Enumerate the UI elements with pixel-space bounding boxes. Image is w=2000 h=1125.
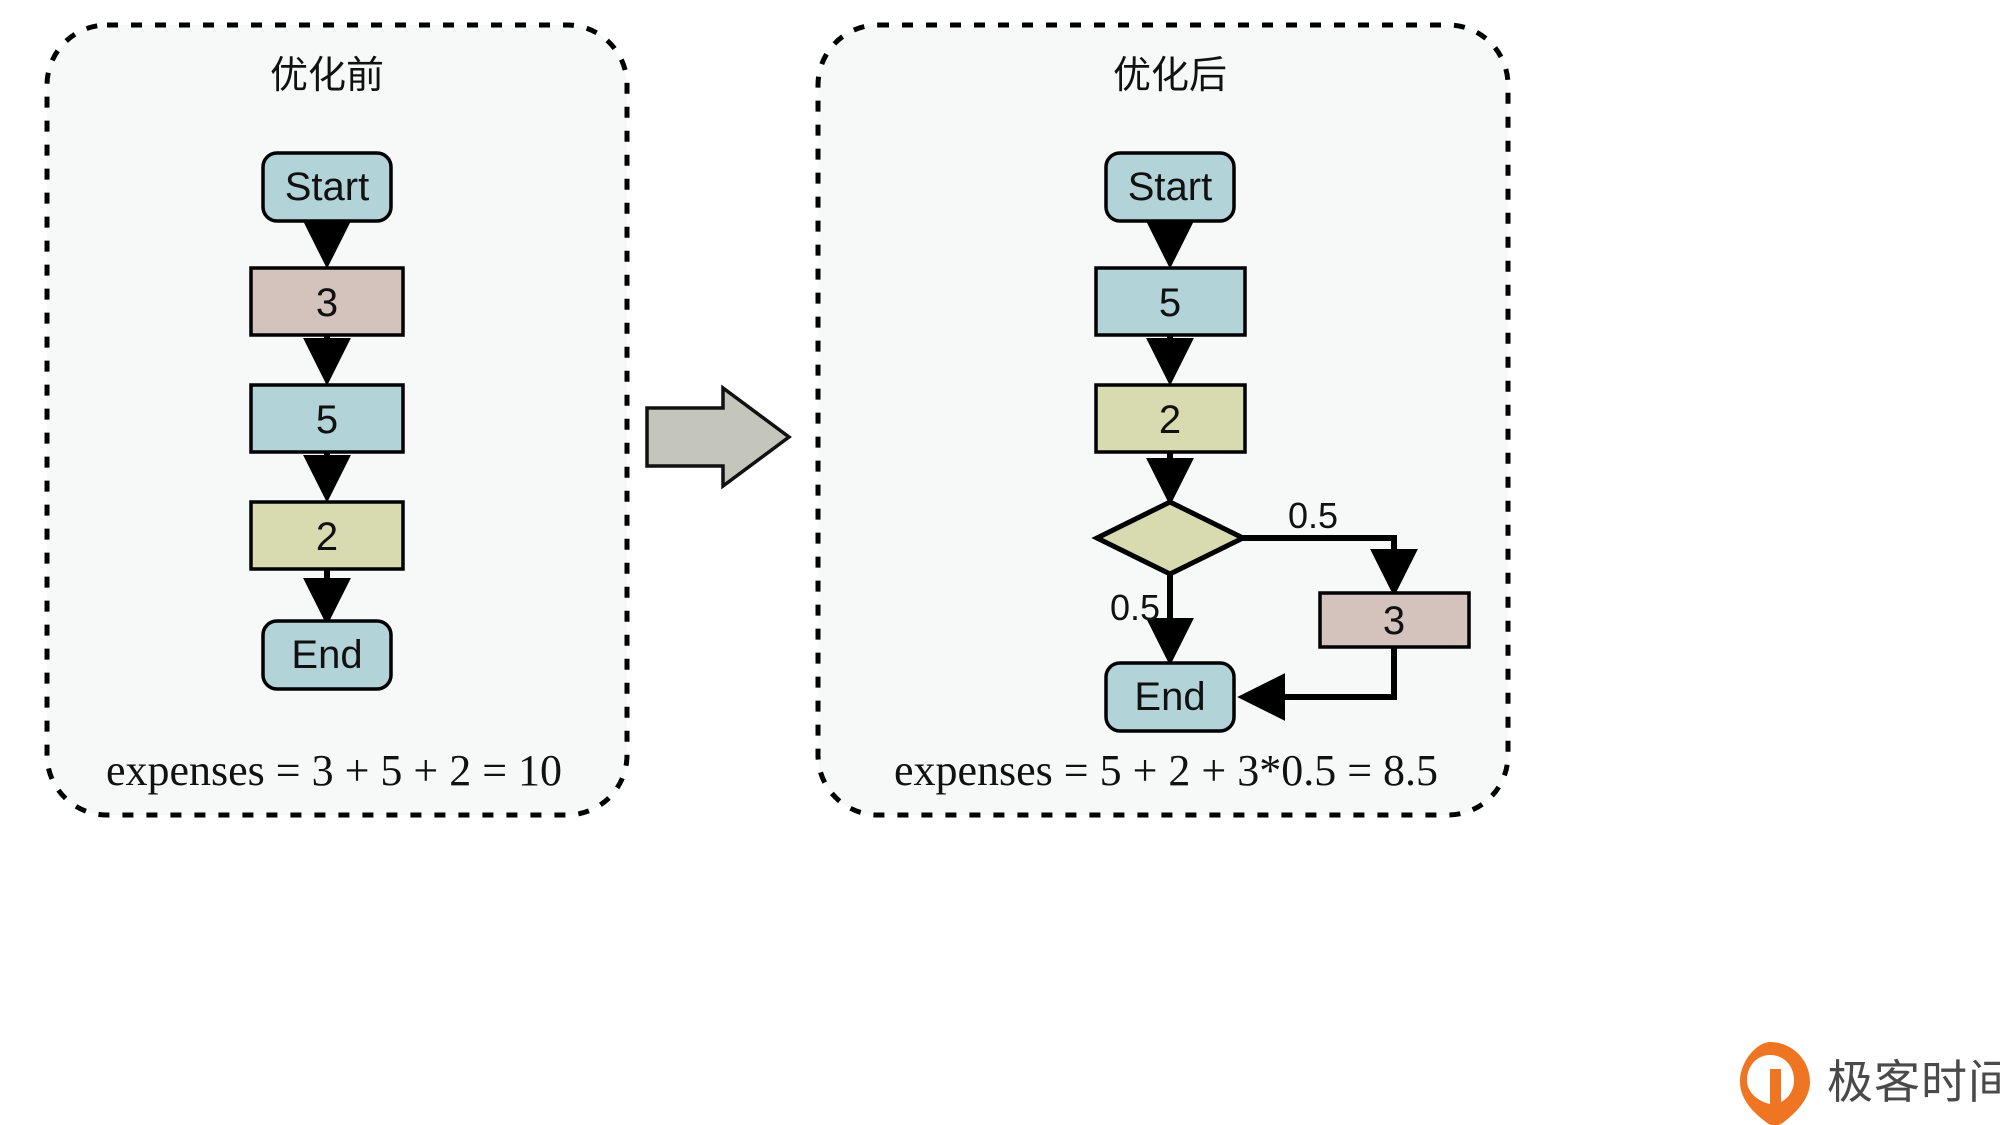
node-before-end-label: End: [291, 633, 362, 677]
node-before-3-label: 3: [316, 281, 338, 325]
formula-before: expenses = 3 + 5 + 2 = 10: [106, 746, 562, 795]
panel-after-title: 优化后: [1113, 53, 1227, 97]
panel-before: 优化前 Start 3 5 2 End expenses = 3 + 5 + 2…: [44, 22, 630, 818]
node-after-3-label: 3: [1383, 599, 1405, 643]
edge-after-decision-to-3: [1243, 535, 1418, 597]
node-after-5: [1094, 266, 1247, 337]
node-before-5: [249, 383, 405, 454]
node-before-2: [249, 500, 405, 571]
node-before-5-label: 5: [316, 398, 338, 442]
edge-after-3-to-end: [1237, 647, 1397, 721]
panel-after: 优化后 Start 5 2 0.5 0.5 3 End expenses = 5…: [815, 22, 1511, 818]
watermark-text: 极客时间: [1827, 1055, 2000, 1109]
node-before-start-label: Start: [285, 165, 369, 209]
node-after-2-label: 2: [1159, 398, 1181, 442]
edge-label-decision-to-3: 0.5: [1288, 495, 1338, 536]
optimization-arrow-icon: [645, 384, 792, 490]
formula-after: expenses = 5 + 2 + 3*0.5 = 8.5: [894, 746, 1438, 795]
edge-label-decision-to-end: 0.5: [1110, 587, 1160, 628]
node-after-3: [1318, 591, 1471, 649]
node-before-3: [249, 266, 405, 337]
node-after-start-label: Start: [1128, 165, 1212, 209]
node-before-2-label: 2: [316, 515, 338, 559]
node-after-5-label: 5: [1159, 281, 1181, 325]
geektime-logo-icon: [1740, 1042, 1810, 1125]
watermark: 极客时间: [1740, 1042, 2000, 1125]
node-after-end: [1104, 661, 1236, 733]
panel-before-title: 优化前: [270, 53, 384, 97]
node-after-end-label: End: [1134, 675, 1205, 719]
node-before-end: [261, 619, 393, 691]
